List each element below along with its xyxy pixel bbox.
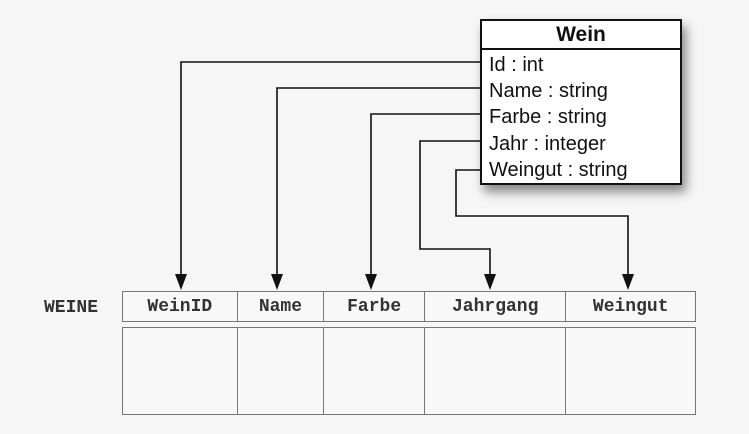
- connector-farbe-farbe: [370, 113, 480, 276]
- attribute-id: Id : int: [489, 54, 544, 76]
- arrowhead-farbe: [365, 274, 377, 290]
- column-header-farbe: Farbe: [324, 292, 425, 321]
- table-name: WEINE: [44, 298, 99, 318]
- column-header-name: Name: [238, 292, 325, 321]
- table-body-row: [122, 327, 696, 415]
- connector-id-weinid: [180, 61, 480, 276]
- arrowhead-weingut: [622, 274, 634, 290]
- column-header-weingut: Weingut: [592, 296, 669, 317]
- connector-jahr-jahrgang: [419, 140, 491, 276]
- table-cell-weinid: [123, 328, 238, 414]
- column-header-jahrgang: Jahrgang: [425, 292, 567, 321]
- class-name: Wein: [482, 21, 680, 50]
- class-box-wein: Wein Id : int Name : string Farbe : stri…: [480, 19, 682, 185]
- attribute-weingut: Weingut : string: [489, 158, 628, 181]
- table-cell-farbe: [324, 328, 425, 414]
- arrowhead-weinid: [175, 274, 187, 290]
- attribute-farbe: Farbe : string: [489, 106, 607, 129]
- attribute-jahr: Jahr : integer: [489, 132, 606, 155]
- table-cell-weingut: [566, 328, 695, 414]
- arrowhead-jahrgang: [484, 274, 496, 290]
- connector-weingut-weingut: [455, 169, 629, 276]
- attribute-list: Id : int Name : string Farbe : string Ja…: [482, 50, 680, 183]
- column-header-weinid: WeinID: [123, 292, 238, 321]
- arrowhead-name: [271, 274, 283, 290]
- table-header-row: WeinID Name Farbe Jahrgang Weingut: [122, 291, 696, 322]
- connector-name-name: [276, 87, 480, 276]
- table-cell-jahrgang: [425, 328, 567, 414]
- attribute-name: Name : string: [489, 80, 608, 103]
- table-cell-name: [238, 328, 325, 414]
